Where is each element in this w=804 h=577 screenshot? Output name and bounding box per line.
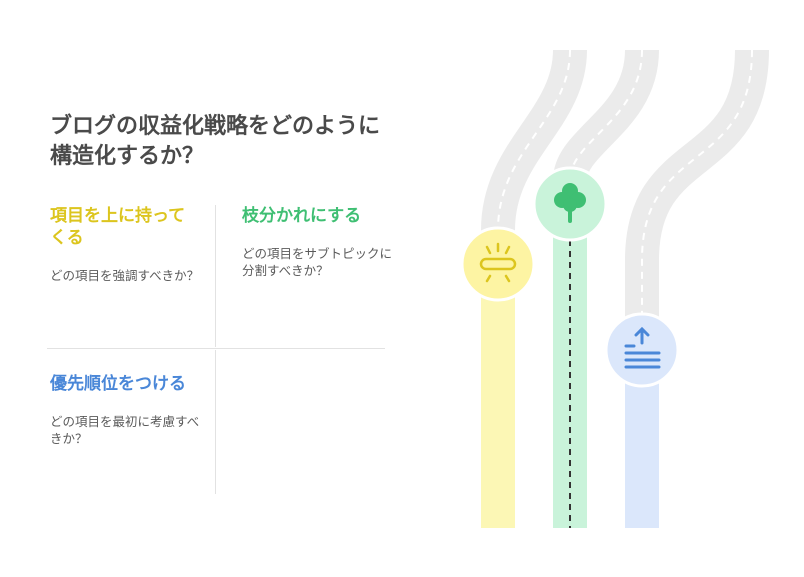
lane-yellow [481, 270, 515, 528]
upload-list-icon [624, 326, 661, 369]
page-title: ブログの収益化戦略をどのように構造化するか？ [50, 114, 381, 169]
option-question: どの項目を最初に考慮すべきか？ [50, 414, 200, 446]
option-card-priority: 優先順位をつける どの項目を最初に考慮すべきか？ [50, 373, 200, 447]
tree-icon [554, 183, 586, 223]
option-question: どの項目をサブトピックに分割すべきか？ [242, 246, 393, 278]
option-card-branch: 枝分かれにする どの項目をサブトピックに分割すべきか？ [242, 205, 392, 279]
node-highlight [460, 226, 536, 302]
grid-divider-horizontal [47, 348, 385, 349]
node-branch [532, 166, 608, 242]
option-heading: 優先順位をつける [50, 374, 186, 394]
grid-divider-vertical-bottom [215, 350, 216, 494]
grid-divider-vertical-top [215, 205, 216, 347]
option-question: どの項目を強調すべきか？ [50, 268, 200, 283]
option-heading: 項目を上に持ってくる [50, 206, 186, 248]
node-priority [604, 312, 680, 388]
highlight-icon [479, 242, 517, 283]
option-heading: 枝分かれにする [242, 206, 362, 226]
option-card-highlight: 項目を上に持ってくる どの項目を強調すべきか？ [50, 205, 200, 284]
road-center-dash [497, 49, 753, 330]
